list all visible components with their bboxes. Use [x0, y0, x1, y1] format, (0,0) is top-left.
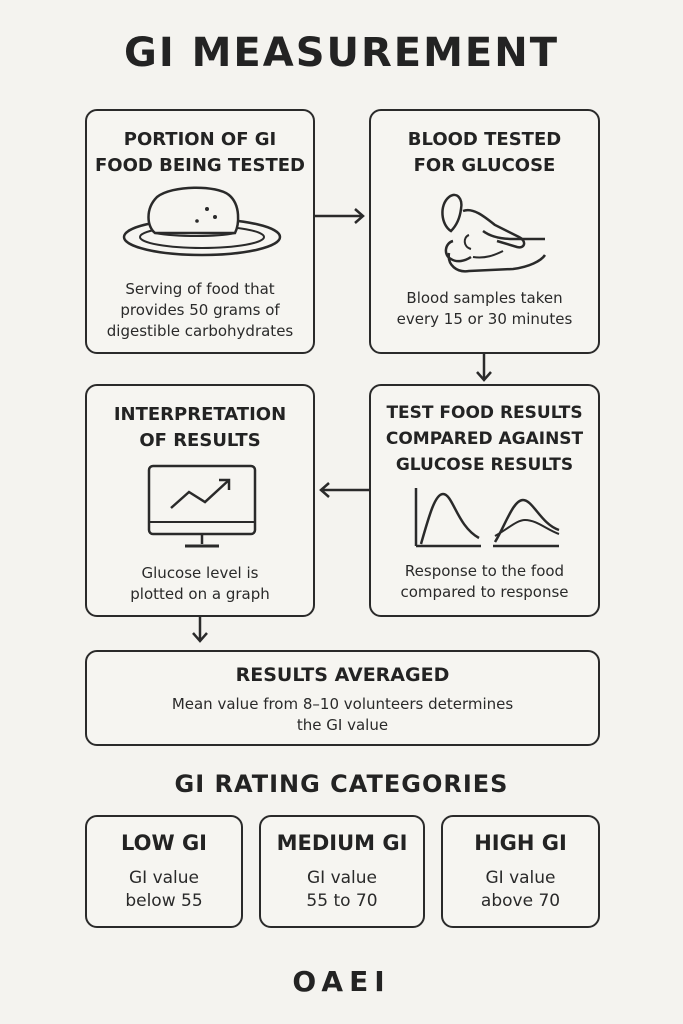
category-text-line: 55 to 70: [306, 891, 378, 911]
step-portion-text-line: provides 50 grams of: [120, 301, 280, 319]
step-portion-text-line: Serving of food that: [125, 280, 275, 298]
step-interpret-text-line: Glucose level is: [141, 564, 259, 582]
category-text: GI value below 55: [87, 867, 241, 913]
category-medium-box: MEDIUM GI GI value 55 to 70: [259, 815, 425, 928]
category-text-line: GI value: [485, 868, 556, 888]
step-interpret-text: Glucose level is plotted on a graph: [87, 563, 313, 605]
step-interpret-heading-line: OF RESULTS: [139, 430, 261, 451]
category-text: GI value above 70: [443, 867, 598, 913]
category-text-line: below 55: [125, 891, 203, 911]
page-title: GI MEASUREMENT: [123, 30, 560, 76]
category-high-box: HIGH GI GI value above 70: [441, 815, 600, 928]
bread-on-plate-icon: [122, 186, 282, 257]
category-low-box: LOW GI GI value below 55: [85, 815, 243, 928]
step-interpret-heading-line: INTERPRETATION: [113, 404, 287, 425]
step-blood-text-line: every 15 or 30 minutes: [396, 310, 573, 328]
categories-title: GI RATING CATEGORIES: [174, 770, 509, 798]
footer-logo-text: OAEI: [292, 965, 391, 998]
category-name: HIGH GI: [474, 831, 567, 855]
step-averaged-text: Mean value from 8–10 volunteers determin…: [87, 694, 598, 736]
step-portion-heading: PORTION OF GI FOOD BEING TESTED: [87, 127, 313, 179]
step-compare-text-line: Response to the food: [404, 562, 565, 580]
arrow-down: [192, 617, 208, 643]
category-name: LOW GI: [120, 831, 207, 855]
step-blood-heading-line: BLOOD TESTED: [407, 129, 562, 150]
step-interpret-text-line: plotted on a graph: [130, 585, 270, 603]
step-averaged-box: RESULTS AVERAGED Mean value from 8–10 vo…: [85, 650, 600, 746]
step-interpret-heading: INTERPRETATION OF RESULTS: [87, 402, 313, 454]
step-blood-heading-line: FOR GLUCOSE: [413, 155, 556, 176]
step-portion-heading-line: PORTION OF GI: [123, 129, 277, 150]
monitor-trend-icon: [147, 464, 257, 548]
category-text-line: above 70: [480, 891, 561, 911]
step-portion-text: Serving of food that provides 50 grams o…: [87, 279, 313, 342]
step-blood-heading: BLOOD TESTED FOR GLUCOSE: [371, 127, 598, 179]
step-compare-heading-line: TEST FOOD RESULTS: [386, 403, 583, 423]
step-averaged-text-line: Mean value from 8–10 volunteers determin…: [171, 695, 514, 713]
step-averaged-heading: RESULTS AVERAGED: [235, 664, 450, 686]
step-blood-box: BLOOD TESTED FOR GLUCOSE Blood samples t…: [369, 109, 600, 354]
arrow-right: [315, 208, 365, 224]
step-portion-box: PORTION OF GI FOOD BEING TESTED Serving …: [85, 109, 315, 354]
arrow-down: [476, 354, 492, 382]
response-curves-icon: [414, 488, 560, 548]
finger-prick-hand-icon: [441, 193, 547, 273]
step-interpret-box: INTERPRETATION OF RESULTS Glucose level …: [85, 384, 315, 617]
step-compare-heading-line: COMPARED AGAINST: [385, 429, 584, 449]
step-compare-box: TEST FOOD RESULTS COMPARED AGAINST GLUCO…: [369, 384, 600, 617]
arrow-left: [319, 482, 369, 498]
category-text-line: GI value: [306, 868, 378, 888]
step-blood-text: Blood samples taken every 15 or 30 minut…: [371, 288, 598, 330]
step-portion-text-line: digestible carbohydrates: [106, 322, 294, 340]
step-compare-heading: TEST FOOD RESULTS COMPARED AGAINST GLUCO…: [371, 400, 598, 478]
step-averaged-text-line: the GI value: [296, 716, 389, 734]
category-text-line: GI value: [128, 868, 200, 888]
step-compare-heading-line: GLUCOSE RESULTS: [395, 455, 574, 475]
step-compare-text-line: compared to response: [400, 583, 569, 601]
step-blood-text-line: Blood samples taken: [406, 289, 563, 307]
step-compare-text: Response to the food compared to respons…: [371, 561, 598, 603]
category-text: GI value 55 to 70: [261, 867, 423, 913]
category-name: MEDIUM GI: [276, 831, 408, 855]
step-portion-heading-line: FOOD BEING TESTED: [95, 155, 305, 176]
